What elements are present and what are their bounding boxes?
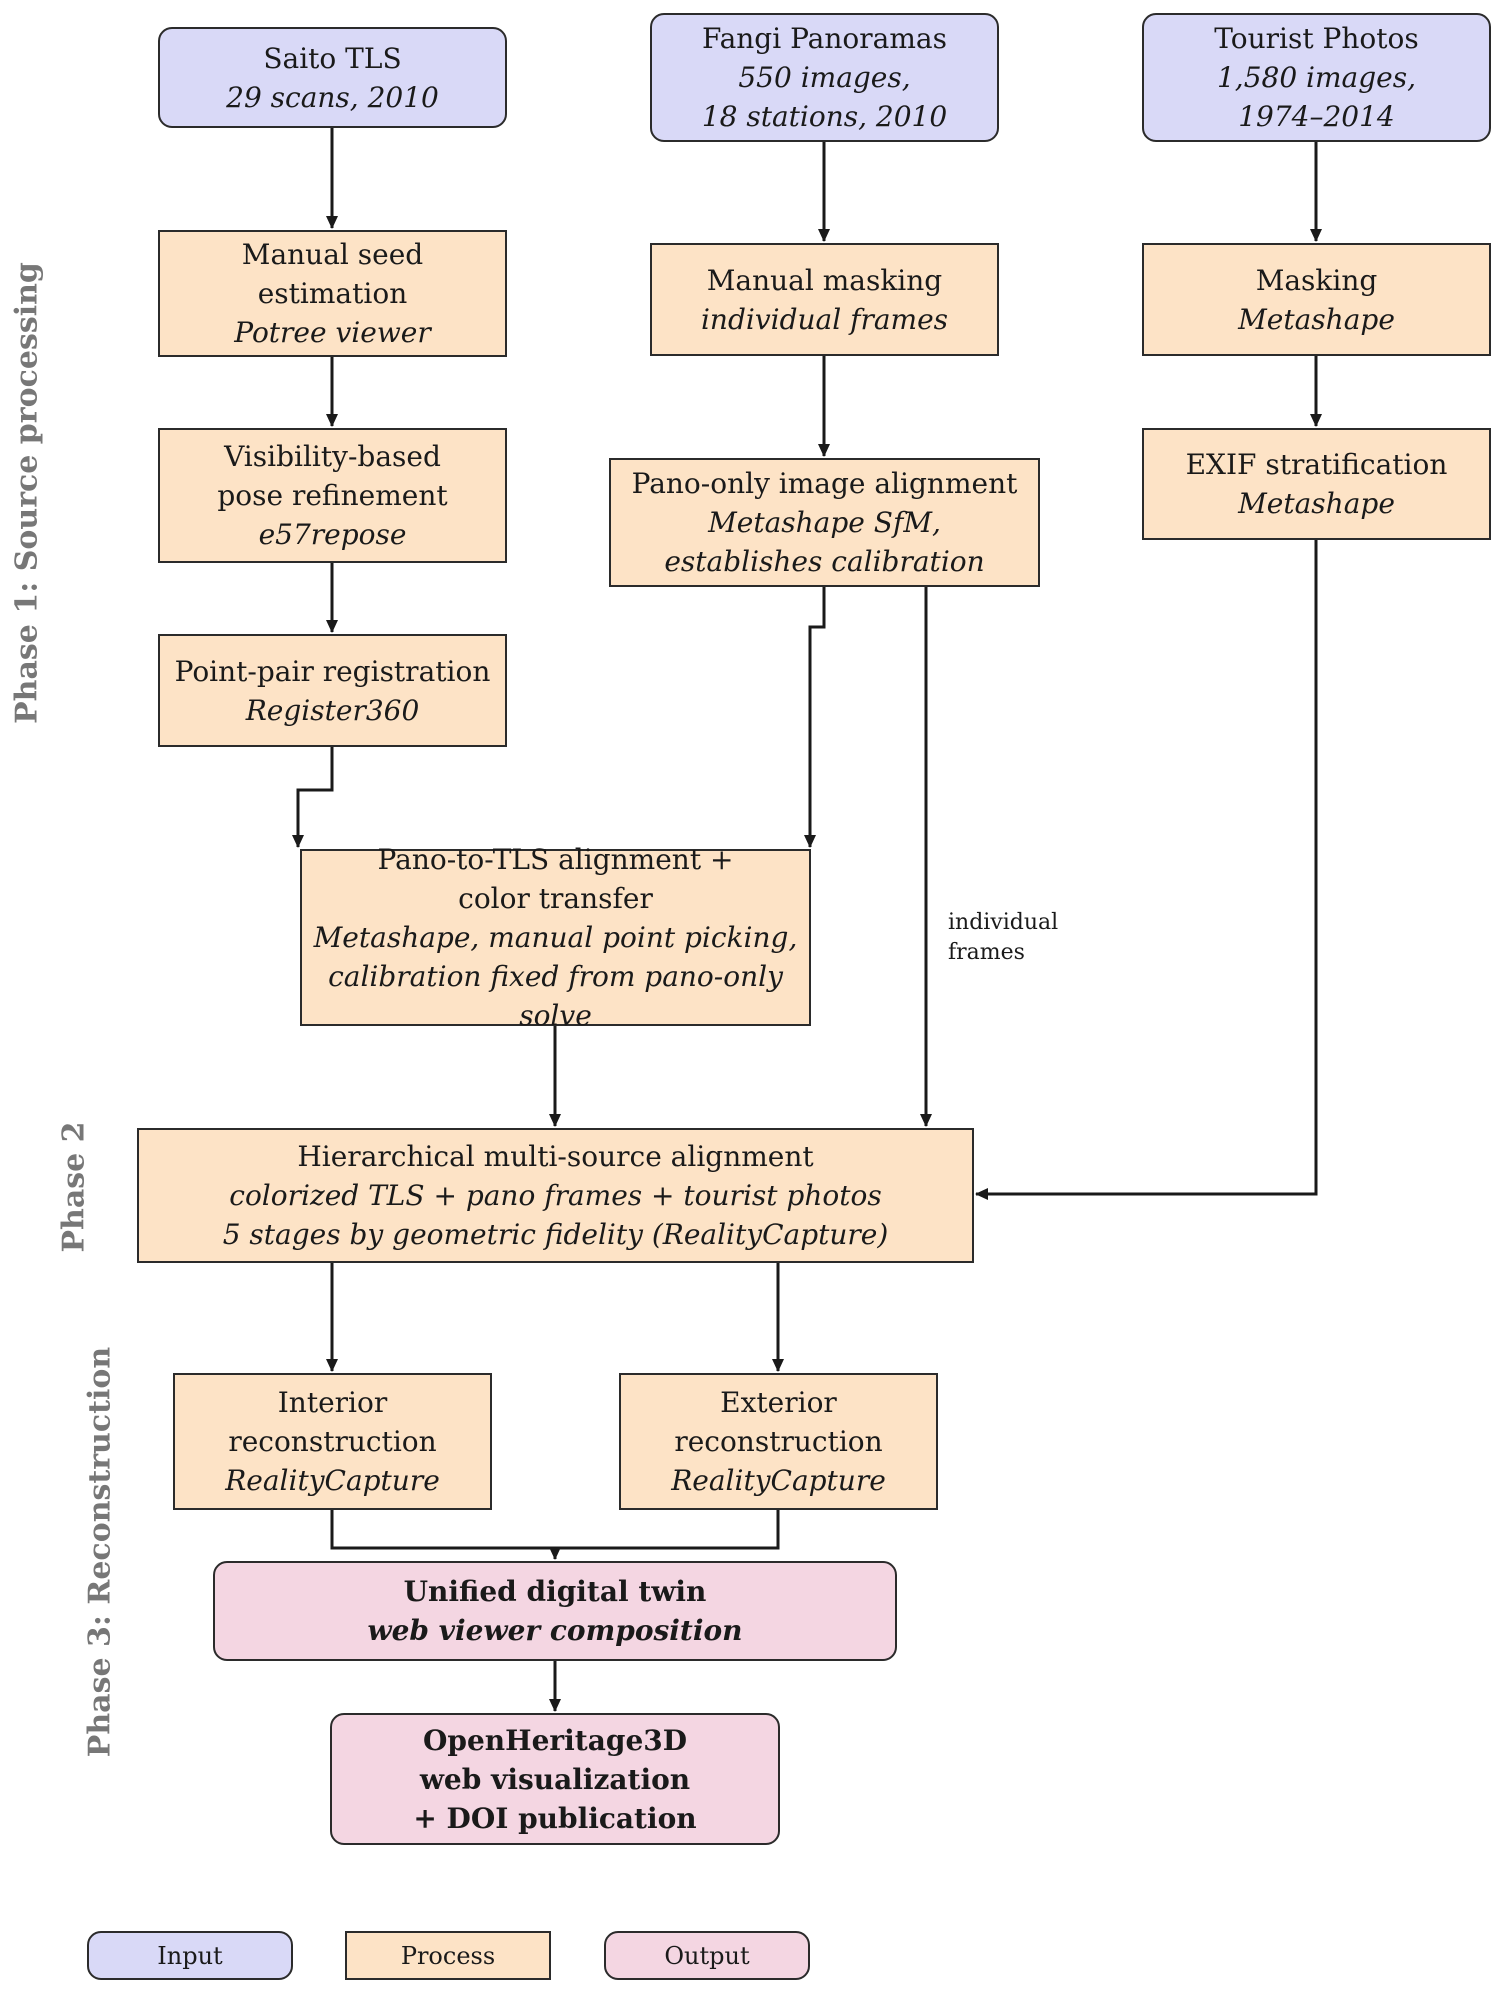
- node-title: Unified digital twin: [403, 1575, 707, 1608]
- node-subtitle: Metashape, manual point picking, calibra…: [313, 921, 798, 1032]
- node-subtitle: Metashape: [1238, 487, 1395, 520]
- legend-input-label: Input: [157, 1941, 223, 1970]
- node-pano-only-alignment: Pano-only image alignment Metashape SfM,…: [609, 458, 1040, 587]
- node-masking: Masking Metashape: [1142, 243, 1491, 356]
- node-fangi-panoramas: Fangi Panoramas 550 images, 18 stations,…: [650, 13, 999, 142]
- node-title: Pano-only image alignment: [631, 467, 1018, 500]
- node-hierarchical-alignment: Hierarchical multi-source alignment colo…: [137, 1128, 974, 1263]
- node-subtitle: Potree viewer: [234, 316, 431, 349]
- node-subtitle: RealityCapture: [671, 1464, 886, 1497]
- node-title: OpenHeritage3D web visualization + DOI p…: [413, 1723, 697, 1835]
- node-visibility-refinement: Visibility-based pose refinement e57repo…: [158, 428, 507, 563]
- legend-output-label: Output: [664, 1941, 750, 1970]
- node-title: Tourist Photos: [1214, 22, 1419, 55]
- node-title: Pano-to-TLS alignment + color transfer: [377, 843, 734, 915]
- node-subtitle: e57repose: [258, 518, 407, 551]
- node-subtitle: Metashape SfM, establishes calibration: [664, 506, 985, 578]
- legend-input: Input: [87, 1931, 293, 1980]
- node-title: Visibility-based pose refinement: [217, 440, 448, 512]
- edge-exif-hier: [975, 540, 1318, 1200]
- node-interior-reconstruction: Interior reconstruction RealityCapture: [173, 1373, 492, 1510]
- legend-process-label: Process: [400, 1941, 496, 1970]
- edge-label-individual-frames: individual frames: [948, 910, 1059, 965]
- node-subtitle: Register360: [245, 693, 420, 727]
- node-manual-seed: Manual seed estimation Potree viewer: [158, 230, 507, 357]
- node-title: Manual masking: [706, 263, 943, 297]
- legend-process: Process: [345, 1931, 551, 1980]
- node-manual-masking: Manual masking individual frames: [650, 243, 999, 356]
- node-subtitle: 1,580 images, 1974–2014: [1216, 61, 1417, 133]
- node-title: EXIF stratification: [1185, 448, 1448, 481]
- node-title: Interior reconstruction: [228, 1386, 437, 1458]
- node-subtitle: 550 images, 18 stations, 2010: [701, 61, 948, 133]
- node-title: Fangi Panoramas: [702, 22, 947, 55]
- node-title: Exterior reconstruction: [674, 1386, 883, 1458]
- node-exterior-reconstruction: Exterior reconstruction RealityCapture: [619, 1373, 938, 1510]
- node-unified-digital-twin: Unified digital twin web viewer composit…: [213, 1561, 897, 1661]
- phase-1-label: Phase 1: Source processing: [9, 262, 45, 724]
- legend-output: Output: [604, 1931, 810, 1980]
- node-title: Saito TLS: [263, 41, 402, 75]
- phase-2-label: Phase 2: [56, 1121, 92, 1253]
- node-tourist-photos: Tourist Photos 1,580 images, 1974–2014: [1142, 13, 1491, 142]
- node-saito-tls: Saito TLS 29 scans, 2010: [158, 27, 507, 128]
- node-point-pair-registration: Point-pair registration Register360: [158, 634, 507, 747]
- node-subtitle: 29 scans, 2010: [226, 80, 439, 114]
- node-title: Hierarchical multi-source alignment: [297, 1140, 814, 1173]
- edge-interior-join: [330, 1510, 780, 1550]
- node-title: Point-pair registration: [174, 654, 491, 688]
- node-title: Masking: [1255, 263, 1378, 297]
- edge-panoalign-panotls: [804, 587, 826, 848]
- node-subtitle: RealityCapture: [225, 1464, 440, 1497]
- node-openheritage3d: OpenHeritage3D web visualization + DOI p…: [330, 1713, 780, 1845]
- node-subtitle: Metashape: [1238, 302, 1395, 336]
- node-subtitle: web viewer composition: [367, 1614, 743, 1647]
- node-subtitle: individual frames: [700, 302, 949, 336]
- node-subtitle: colorized TLS + pano frames + tourist ph…: [222, 1179, 889, 1251]
- edge-ppr-panotls: [292, 746, 334, 848]
- phase-3-label: Phase 3: Reconstruction: [82, 1346, 118, 1758]
- node-pano-to-tls-alignment: Pano-to-TLS alignment + color transfer M…: [300, 843, 811, 1032]
- node-title: Manual seed estimation: [241, 238, 424, 310]
- node-exif-stratification: EXIF stratification Metashape: [1142, 428, 1491, 540]
